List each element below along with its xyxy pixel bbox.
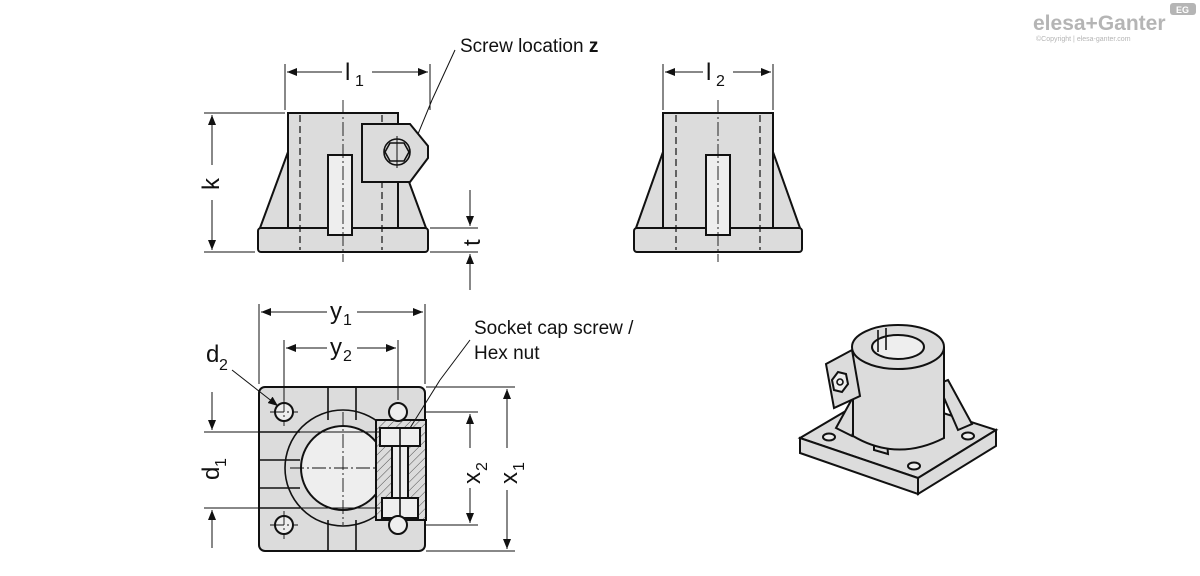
front-left-rib — [258, 151, 289, 229]
dim-y2-sub: 2 — [343, 348, 352, 365]
dim-l1-label: l — [345, 59, 350, 86]
dim-y1-label: y — [330, 298, 342, 325]
brand-logo: elesa+Ganter EG ©Copyright | elesa-gante… — [1033, 3, 1196, 43]
iso-hole-4 — [907, 461, 921, 471]
dim-l2-sub: 2 — [716, 73, 725, 90]
mount-hole-bottom-right — [388, 515, 408, 535]
dim-d1-label: d — [198, 467, 225, 480]
dim-t-label: t — [459, 239, 486, 246]
logo-badge-icon — [1170, 3, 1196, 15]
logo-text: elesa+Ganter — [1033, 12, 1166, 35]
iso-tube-body — [852, 347, 945, 451]
iso-base-side — [917, 428, 997, 496]
side-right-rib — [772, 151, 802, 229]
dim-l2-label: l — [706, 59, 711, 86]
side-view: l 2 — [633, 59, 803, 262]
dim-l1-sub: 1 — [355, 73, 364, 90]
socket-cap-screw-callout-line1: Socket cap screw / — [474, 318, 634, 339]
iso-hole-1 — [822, 432, 836, 442]
logo-badge-text: EG — [1176, 5, 1189, 15]
logo-copyright: ©Copyright | elesa-ganter.com — [1036, 35, 1131, 43]
dim-d1-sub: 1 — [213, 458, 230, 467]
screw-location-callout: Screw location z — [460, 36, 598, 57]
front-view: l 1 k t Screw location z — [198, 36, 598, 290]
dim-y1-sub: 1 — [343, 312, 352, 329]
dim-x1-sub: 1 — [511, 462, 528, 471]
dim-k-label: k — [198, 177, 225, 190]
screw-location-text: Screw location — [460, 36, 589, 57]
mount-hole-top-right — [388, 402, 408, 422]
dim-d2-sub: 2 — [219, 357, 228, 374]
front-clamp-boss — [361, 123, 429, 183]
top-view: y 1 y 2 d 2 d 1 x 2 x 1 — [198, 298, 634, 552]
dim-x1-label: x — [496, 472, 523, 484]
dim-y2-label: y — [330, 334, 342, 361]
side-left-rib — [634, 151, 664, 229]
front-slot — [327, 154, 353, 236]
screw-location-var: z — [589, 36, 599, 57]
dim-x2-label: x — [459, 472, 486, 484]
iso-tube-bore — [871, 334, 925, 360]
dim-d2-label: d — [206, 341, 219, 368]
iso-hole-3 — [961, 431, 975, 441]
isometric-view — [797, 324, 999, 496]
socket-cap-screw-callout-line2: Hex nut — [474, 343, 540, 364]
iso-hex-nut-icon — [830, 370, 850, 394]
hex-socket-icon — [384, 142, 410, 162]
dim-x2-sub: 2 — [474, 462, 491, 471]
